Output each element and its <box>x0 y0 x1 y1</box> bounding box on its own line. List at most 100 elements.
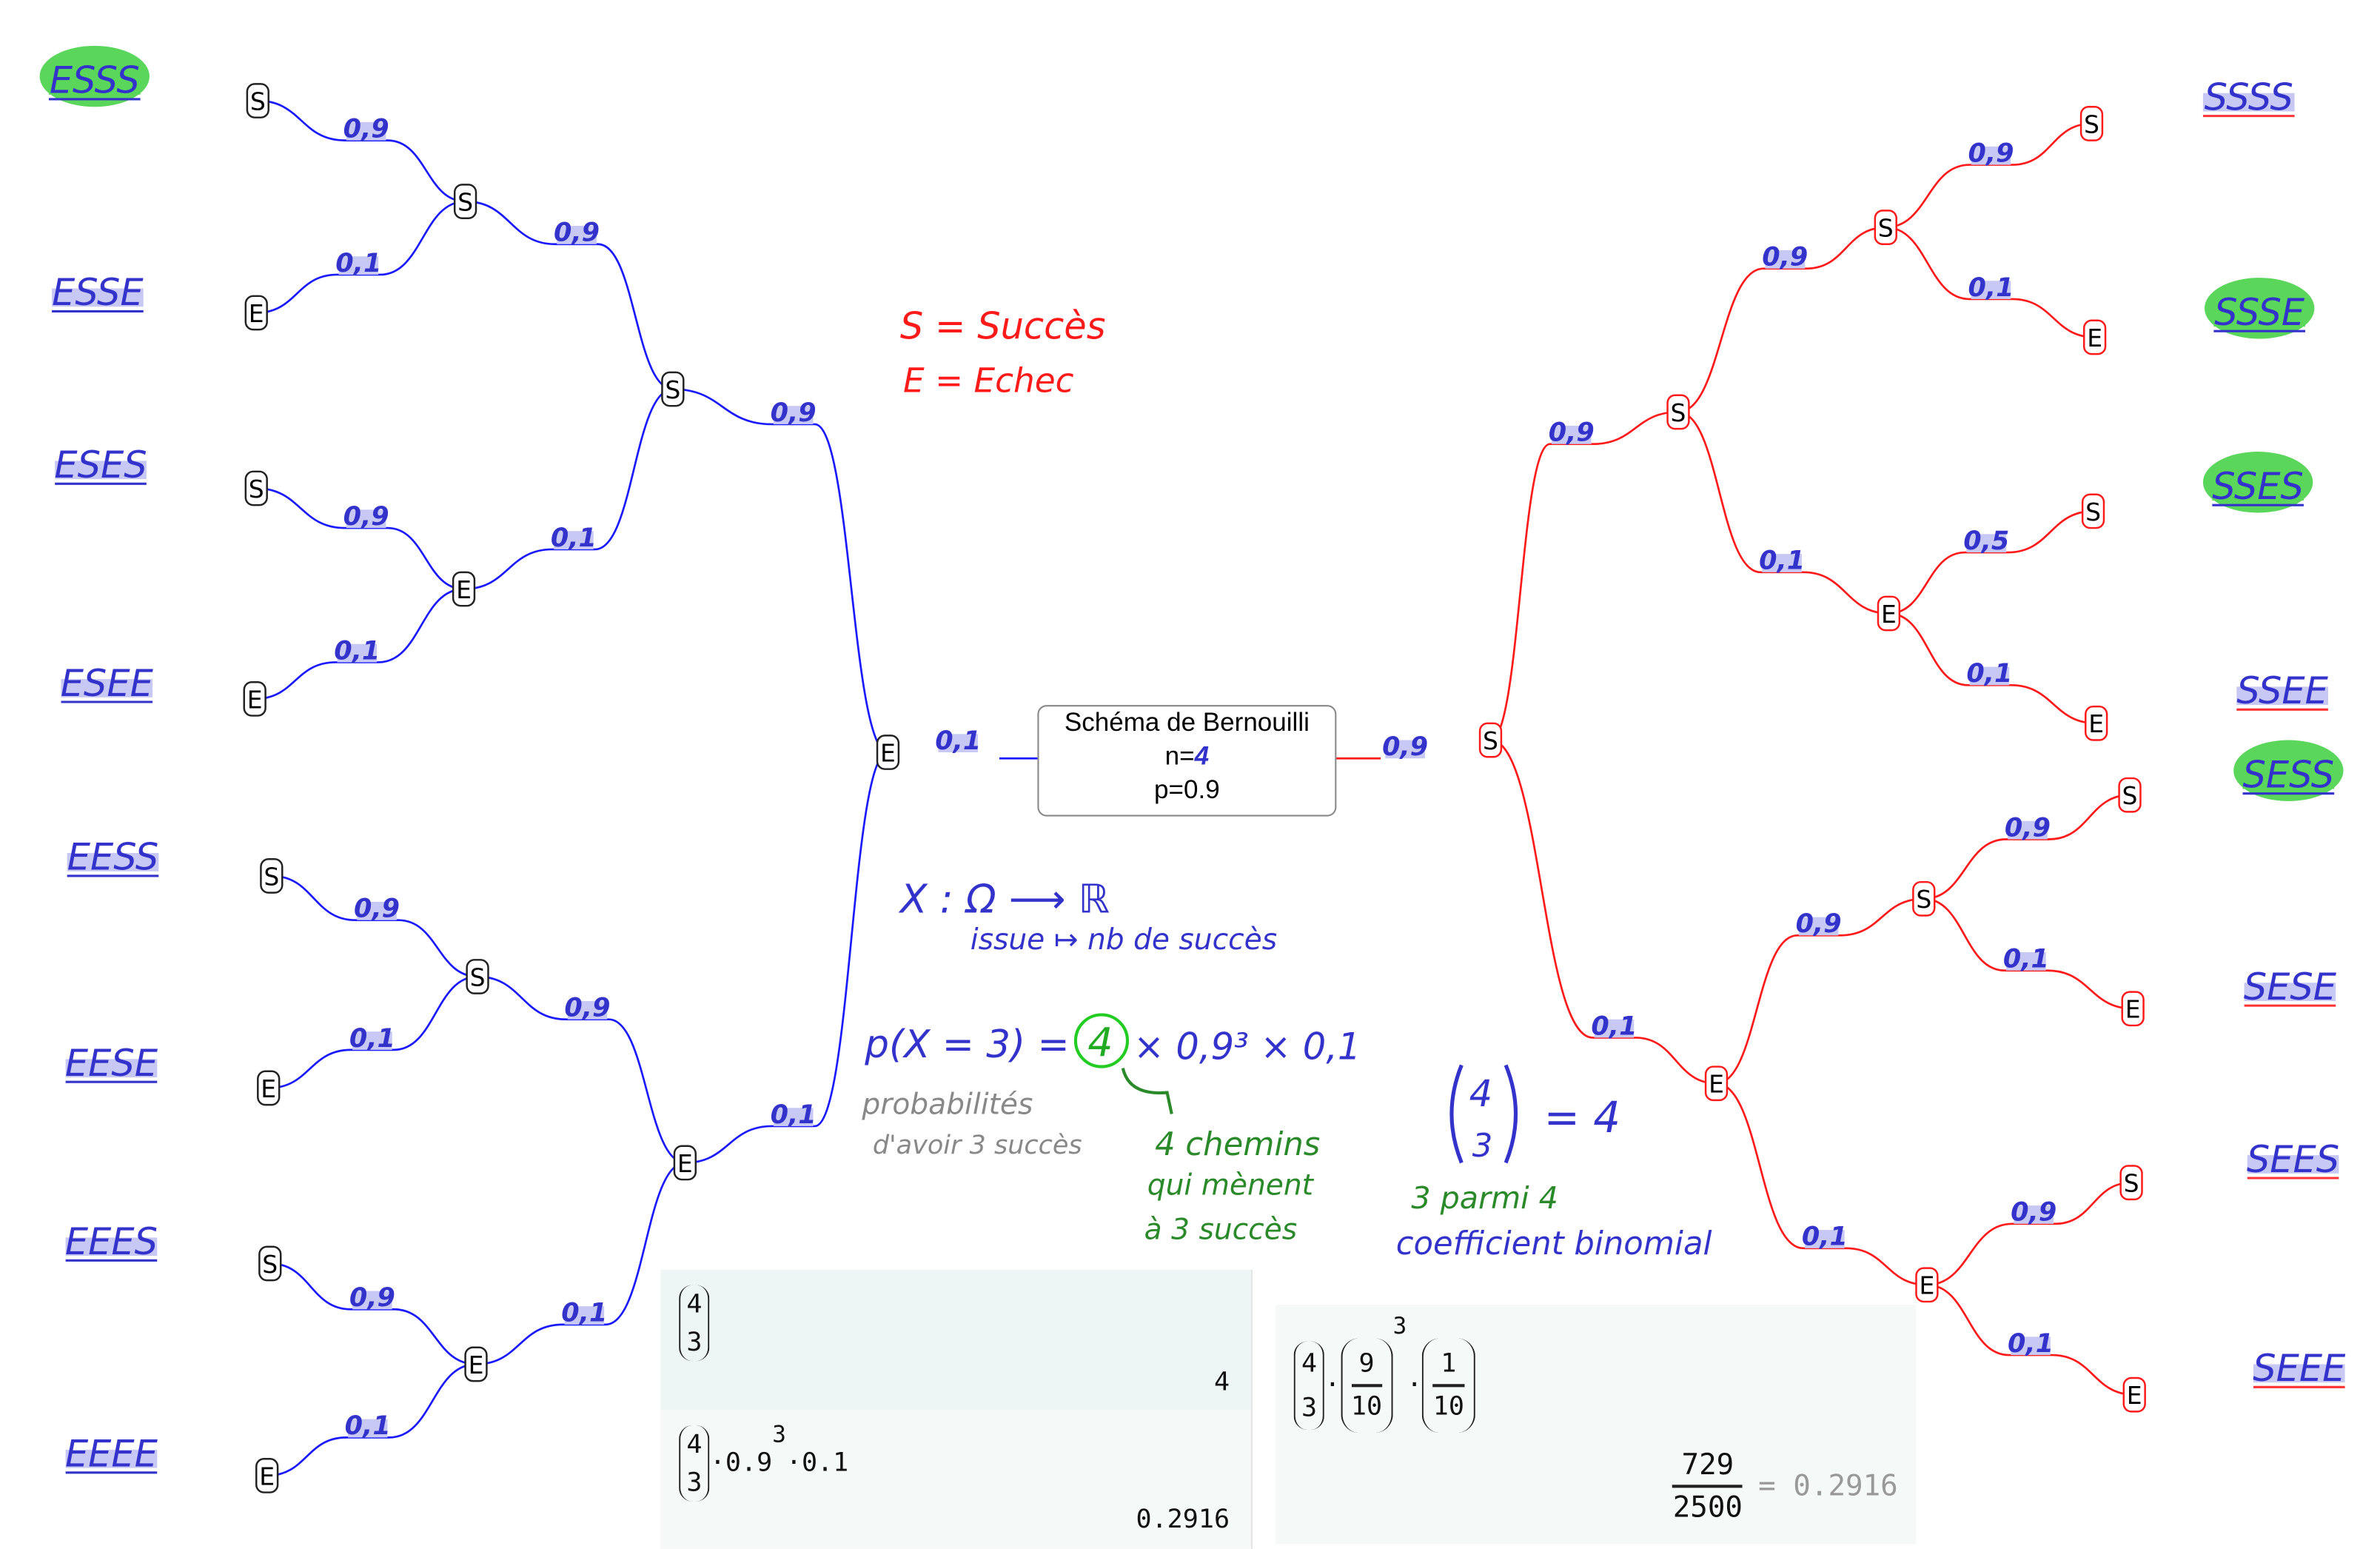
outcome-label: SESS <box>2243 753 2335 796</box>
outcome-label: EESE <box>65 1042 158 1085</box>
right-tree-node-success[interactable]: S <box>2079 106 2104 141</box>
node-frame <box>257 1070 281 1106</box>
outcome-label: ESES <box>54 444 147 486</box>
frac-num: 9 <box>1358 1348 1375 1380</box>
green-note-1: 4 chemins <box>1155 1126 1320 1163</box>
frac-den: 10 <box>1432 1391 1464 1422</box>
right-tree-branch <box>1926 1283 2135 1396</box>
right-tree-node-success[interactable]: S <box>1874 210 1897 245</box>
gray-note-1: probabilités <box>861 1088 1033 1121</box>
prob-highlight <box>1971 146 2011 165</box>
node-frame <box>1912 880 1936 917</box>
gray-note-2: d'avoir 3 succès <box>873 1130 1082 1160</box>
left-tree-branch <box>267 1363 477 1477</box>
branch-probability: 0,1 <box>334 635 380 666</box>
left-tree-node-success[interactable]: S <box>244 470 268 506</box>
node-letter: E <box>2088 709 2104 738</box>
right-tree-node-success[interactable]: S <box>2081 493 2105 529</box>
left-tree-node-failure[interactable]: E <box>876 735 900 770</box>
left-tree-branch <box>685 751 888 1164</box>
branch-probability: 0,1 <box>2008 1328 2054 1359</box>
branch-probability: 0,9 <box>343 113 389 144</box>
right-tree-node-failure[interactable]: E <box>2082 319 2107 355</box>
branch-probability: 0,9 <box>2005 812 2051 843</box>
left-tree-node-success[interactable]: S <box>453 184 477 219</box>
right-tree-node-failure[interactable]: E <box>2122 1376 2146 1413</box>
node-letter: E <box>2125 995 2141 1024</box>
left-tree-node-success[interactable]: S <box>258 1245 282 1282</box>
circle-mark <box>1073 1013 1130 1068</box>
node-letter: S <box>1671 398 1686 427</box>
left-tree-node-failure[interactable]: E <box>243 680 267 717</box>
box-title: Schéma de Bernouilli <box>1064 708 1310 737</box>
prob-highlight <box>346 509 386 529</box>
right-tree-branch <box>1677 226 1886 413</box>
parmi-note: 3 parmi 4 <box>1411 1180 1558 1216</box>
node-letter: E <box>261 1074 276 1103</box>
bernoulli-box[interactable]: Schéma de Bernouilli n=4 p=0.9 <box>1037 705 1337 817</box>
frac-num: 1 <box>1441 1348 1457 1380</box>
left-tree-node-failure[interactable]: E <box>255 1457 279 1493</box>
right-tree-node-success[interactable]: S <box>1912 880 1936 917</box>
node-letter: E <box>1919 1271 1934 1300</box>
left-tree-node-failure[interactable]: E <box>244 295 268 331</box>
right-tree-node-failure[interactable]: E <box>2085 705 2108 741</box>
left-tree-node-failure[interactable]: E <box>673 1145 697 1181</box>
prob-highlight <box>352 1291 392 1310</box>
node-letter: E <box>249 299 264 328</box>
right-tree-branch <box>1677 411 1889 615</box>
outcome-highlight <box>61 679 153 697</box>
node-letter: S <box>1916 885 1931 914</box>
node-frame <box>1704 1065 1729 1102</box>
node-letter: S <box>249 475 264 503</box>
outcome-highlight <box>65 1237 158 1257</box>
branch-probability: 0,9 <box>771 398 817 428</box>
prob-highlight <box>1385 740 1425 759</box>
left-tree-node-success[interactable]: S <box>661 371 685 407</box>
right-tree-node-failure[interactable]: E <box>2121 991 2145 1027</box>
left-tree-node-failure[interactable]: E <box>257 1070 281 1106</box>
branch-probability: 0,1 <box>335 248 381 278</box>
random-variable-mapping: issue ↦ nb de succès <box>971 923 1277 957</box>
outcome-label: SSEE <box>2236 669 2328 712</box>
left-tree-node-success[interactable]: S <box>260 858 284 894</box>
outcome-label: ESSE <box>52 271 144 314</box>
binom-k: 3 <box>686 1326 703 1358</box>
right-tree-branch <box>1888 612 2096 725</box>
left-tree-node-failure[interactable]: E <box>464 1346 488 1382</box>
formula-right: × 0,9³ × 0,1 <box>1133 1025 1361 1068</box>
left-tree-node-success[interactable]: S <box>246 83 269 118</box>
right-tree-branch <box>1885 226 2095 338</box>
left-tree-node-failure[interactable]: E <box>452 571 476 607</box>
right-tree-node-success[interactable]: S <box>2119 1165 2143 1201</box>
outcome-highlight <box>2242 770 2335 789</box>
right-tree-branch <box>1490 411 1678 741</box>
right-tree-branch <box>1716 1082 1927 1286</box>
node-frame <box>2122 1376 2146 1413</box>
right-tree-node-success[interactable]: S <box>2118 777 2142 813</box>
right-tree-node-failure[interactable]: E <box>1915 1267 1939 1303</box>
legend-success: S = Succès <box>900 305 1106 348</box>
outcome-highlight <box>65 1449 158 1468</box>
node-letter: E <box>677 1149 693 1178</box>
left-tree-branch <box>672 388 888 754</box>
node-frame <box>452 571 476 607</box>
left-tree-node-success[interactable]: S <box>466 959 489 994</box>
outcome-label: SSSS <box>2205 76 2293 118</box>
node-letter: S <box>262 1250 278 1279</box>
binom-n: 4 <box>686 1429 703 1460</box>
right-tree-node-failure[interactable]: E <box>1877 595 1901 632</box>
outcome-highlight <box>2236 686 2328 706</box>
branch-probability: 0,1 <box>771 1100 817 1130</box>
binom-n: 4 <box>1301 1348 1318 1379</box>
right-tree-node-success[interactable]: S <box>1666 394 1690 430</box>
right-tree-node-success[interactable]: S <box>1478 722 1503 758</box>
right-tree-node-failure[interactable]: E <box>1704 1065 1729 1102</box>
node-letter: S <box>2085 498 2101 526</box>
